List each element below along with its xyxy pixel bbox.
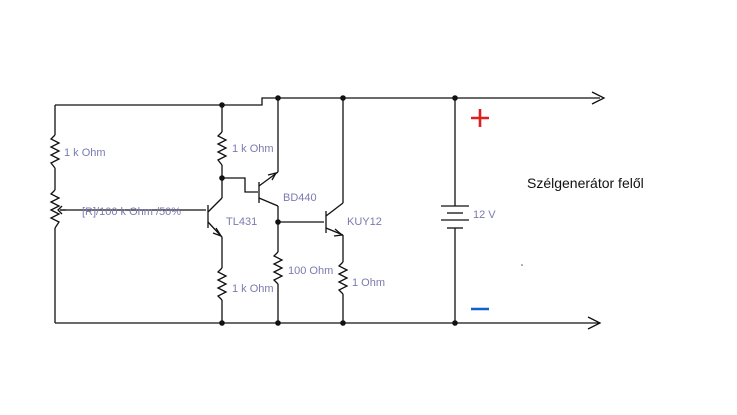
resistor-r3 (216, 267, 228, 301)
label-tl431: TL431 (226, 216, 257, 228)
label-battery: 12 V (473, 209, 496, 221)
junctions (219, 95, 458, 326)
label-r2: 1 k Ohm (232, 143, 274, 155)
resistor-r4 (272, 251, 284, 285)
label-bd440: BD440 (283, 192, 317, 204)
transistor-bd440 (258, 171, 279, 207)
plus-sign (471, 109, 489, 127)
label-r4: 100 Ohm (288, 265, 333, 277)
output-arrow-top (591, 91, 606, 105)
label-r5: 1 Ohm (352, 277, 385, 289)
resistor-r1 (49, 134, 61, 169)
transistor-kuy12 (325, 202, 344, 237)
battery-12v (441, 205, 469, 229)
wires (54, 97, 600, 324)
label-r1: 1 k Ohm (64, 147, 106, 159)
resistor-r5 (337, 261, 349, 295)
stray-dot (521, 264, 523, 266)
label-source: Szélgenerátor felől (527, 175, 644, 191)
transistor-tl431 (207, 197, 223, 238)
label-r3: 1 k Ohm (232, 283, 274, 295)
output-arrow-bottom (587, 316, 602, 330)
label-kuy12: KUY12 (347, 216, 382, 228)
label-pot: [R]/100 k Ohm /50% (82, 206, 181, 218)
potentiometer (49, 189, 66, 229)
resistor-r2 (216, 131, 228, 166)
